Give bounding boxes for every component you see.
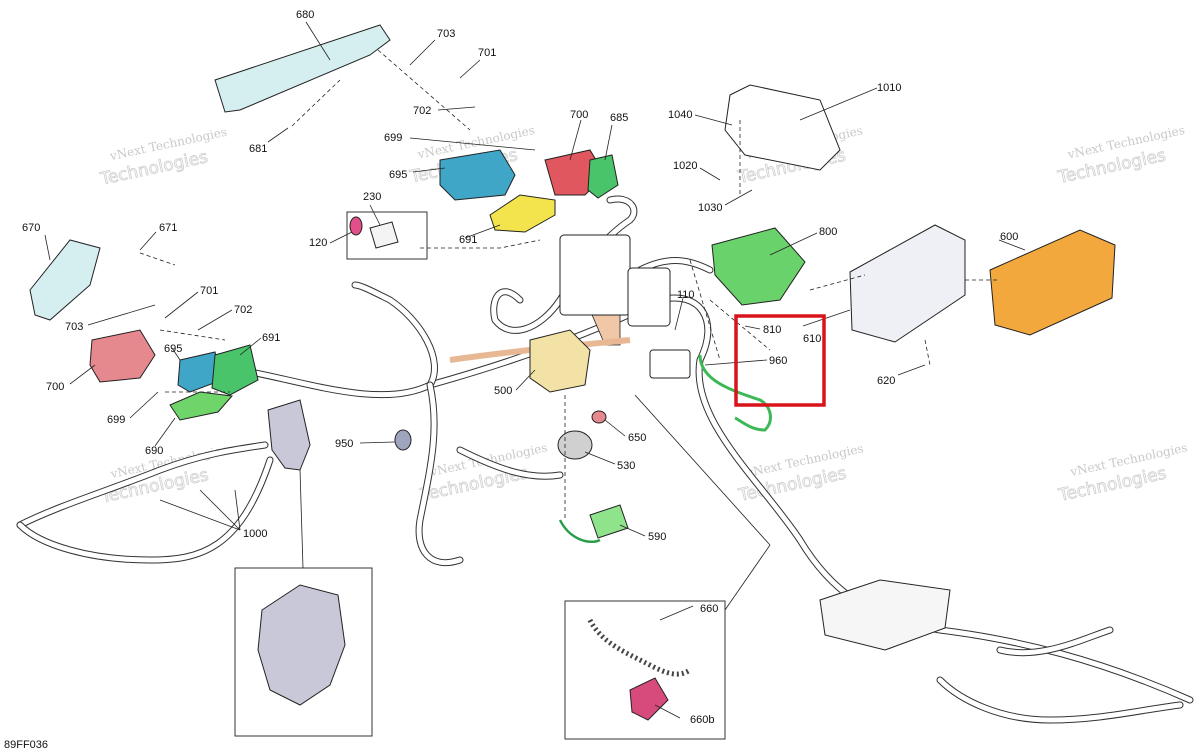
lanyard-660b bbox=[629, 677, 669, 721]
label-691: 691 bbox=[459, 234, 477, 246]
cap-650 bbox=[591, 410, 607, 424]
label-800: 800 bbox=[819, 226, 837, 238]
label-685: 685 bbox=[610, 112, 628, 124]
label-695: 695 bbox=[389, 169, 407, 181]
label-530: 530 bbox=[617, 460, 635, 472]
bracket-670 bbox=[29, 239, 101, 321]
label-1020: 1020 bbox=[673, 160, 697, 172]
label-703: 703 bbox=[437, 28, 455, 40]
display-600 bbox=[989, 229, 1116, 336]
label-700: 700 bbox=[570, 109, 588, 121]
bracket-691-left bbox=[211, 344, 259, 396]
label-699: 699 bbox=[384, 132, 402, 144]
module-500 bbox=[529, 329, 591, 393]
label-703: 703 bbox=[65, 321, 83, 333]
label-600: 600 bbox=[1000, 231, 1018, 243]
fastener-230 bbox=[369, 221, 399, 249]
label-700: 700 bbox=[46, 381, 64, 393]
label-691: 691 bbox=[262, 332, 280, 344]
relay-700-left bbox=[89, 329, 156, 383]
bracket-680 bbox=[214, 24, 391, 113]
label-702: 702 bbox=[413, 105, 431, 117]
label-1000: 1000 bbox=[243, 528, 267, 540]
label-671: 671 bbox=[159, 222, 177, 234]
label-1030: 1030 bbox=[698, 202, 722, 214]
label-230: 230 bbox=[363, 191, 381, 203]
label-110: 110 bbox=[677, 289, 695, 301]
label-650: 650 bbox=[628, 432, 646, 444]
detail-box-1000 bbox=[234, 567, 373, 737]
control-switch-1000 bbox=[267, 399, 311, 471]
housing-610 bbox=[849, 224, 966, 343]
module-695-top bbox=[439, 149, 516, 201]
label-699: 699 bbox=[107, 414, 125, 426]
label-702: 702 bbox=[234, 304, 252, 316]
socket-950 bbox=[394, 429, 412, 451]
label-701: 701 bbox=[200, 285, 218, 297]
connector-590 bbox=[589, 504, 629, 539]
part-labels: 680 703 701 702 681 699 700 685 695 230 … bbox=[4, 9, 1018, 751]
highlight-box bbox=[734, 314, 826, 407]
plug-120 bbox=[349, 216, 363, 236]
label-1010: 1010 bbox=[877, 82, 901, 94]
label-660b: 660b bbox=[690, 714, 714, 726]
label-690: 690 bbox=[145, 445, 163, 457]
control-switch-detail bbox=[257, 584, 346, 706]
label-590: 590 bbox=[648, 531, 666, 543]
relay-685-top bbox=[587, 154, 619, 199]
bracket-1010 bbox=[724, 84, 841, 171]
label-660: 660 bbox=[700, 603, 718, 615]
label-610: 610 bbox=[803, 333, 821, 345]
label-620: 620 bbox=[877, 375, 895, 387]
label-681: 681 bbox=[249, 143, 267, 155]
drawing-code: 89FF036 bbox=[4, 739, 48, 751]
label-120: 120 bbox=[309, 237, 327, 249]
bracket-690 bbox=[169, 391, 233, 421]
label-670: 670 bbox=[22, 222, 40, 234]
label-950: 950 bbox=[335, 438, 353, 450]
fuse-box bbox=[819, 579, 951, 651]
label-680: 680 bbox=[296, 9, 314, 21]
knob-530 bbox=[557, 430, 593, 460]
label-1040: 1040 bbox=[668, 109, 692, 121]
detail-box-230 bbox=[346, 211, 428, 260]
label-500: 500 bbox=[494, 385, 512, 397]
detail-box-660 bbox=[564, 600, 726, 740]
bracket-691-top bbox=[489, 194, 556, 233]
module-695-left bbox=[177, 351, 223, 393]
label-810: 810 bbox=[763, 324, 781, 336]
leader-lines bbox=[44, 21, 1026, 719]
label-695: 695 bbox=[164, 343, 182, 355]
regulator-800 bbox=[711, 227, 806, 306]
wiring-harness bbox=[16, 195, 1194, 724]
label-701: 701 bbox=[478, 47, 496, 59]
label-960: 960 bbox=[769, 355, 787, 367]
